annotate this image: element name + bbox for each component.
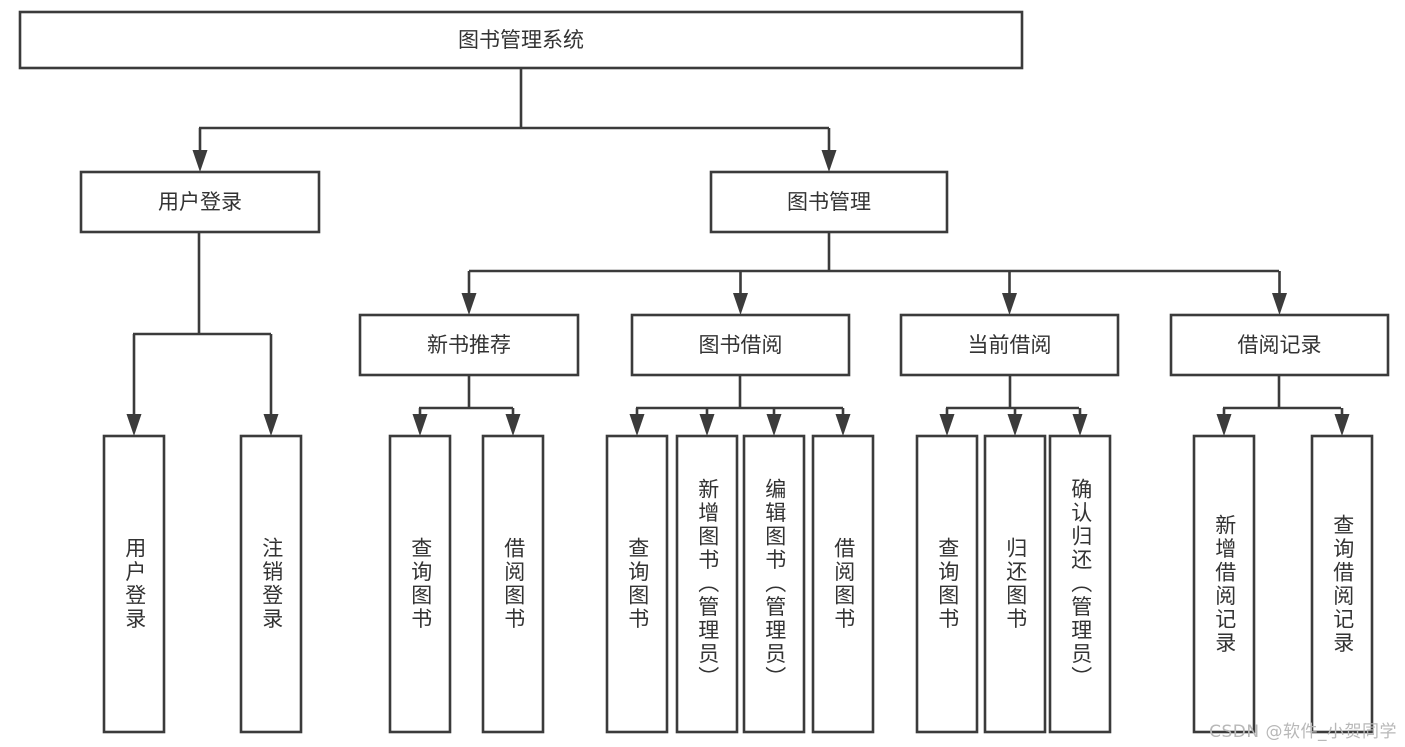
arrow-root-to-book-management: [821, 128, 837, 172]
node-box-leaf-query-book-3: [915, 434, 979, 734]
connector-bus-new-book: [419, 375, 513, 410]
arrow-current-borrow-to-leaf-return-book: [1007, 408, 1023, 436]
node-label-new-book-recommend: 新书推荐: [427, 333, 511, 357]
node-box-leaf-query-record: [1310, 434, 1374, 734]
node-box-current-borrow: [899, 313, 1120, 377]
node-box-leaf-query-book-2: [605, 434, 669, 734]
arrow-borrow-record-to-leaf-query-record: [1334, 408, 1350, 436]
node-box-leaf-user-logout: [239, 434, 303, 734]
watermark: CSDN @软件_小贺同学: [1209, 722, 1397, 742]
node-box-user-login: [79, 170, 321, 234]
arrow-user-login-to-leaf-user-login: [126, 334, 142, 436]
connector-bus-user-login: [133, 232, 271, 336]
node-label-current-borrow: 当前借阅: [968, 333, 1052, 357]
arrow-book-management-to-borrow-record: [1272, 271, 1287, 315]
arrow-book-management-to-new-book-recommend: [461, 271, 477, 315]
node-box-leaf-query-book-1: [388, 434, 452, 734]
connector-bus-current-borrow: [946, 375, 1079, 410]
boxes-layer: [18, 10, 1390, 734]
arrow-book-management-to-book-borrow: [733, 271, 748, 315]
arrow-current-borrow-to-leaf-confirm-return: [1072, 408, 1088, 436]
node-box-book-borrow: [630, 313, 851, 377]
node-box-leaf-add-record: [1192, 434, 1256, 734]
node-box-leaf-borrow-book-2: [811, 434, 875, 734]
arrow-book-borrow-to-leaf-edit-book: [766, 408, 782, 436]
connectors-layer: [126, 68, 1350, 436]
node-box-book-management: [709, 170, 949, 234]
node-box-leaf-confirm-return: [1048, 434, 1112, 734]
node-label-user-login: 用户登录: [158, 190, 242, 214]
connector-bus-borrow-record: [1223, 375, 1341, 410]
node-box-leaf-borrow-book-1: [481, 434, 545, 734]
arrow-new-book-recommend-to-leaf-query-book-1: [412, 408, 428, 436]
connector-bus-root: [199, 68, 829, 130]
arrow-user-login-to-leaf-user-logout: [263, 334, 279, 436]
node-box-leaf-return-book: [983, 434, 1047, 734]
arrow-book-borrow-to-leaf-add-book: [699, 408, 715, 436]
connector-bus-book-management: [469, 232, 1279, 273]
arrow-book-borrow-to-leaf-query-book-2: [629, 408, 645, 436]
arrow-current-borrow-to-leaf-query-book-3: [939, 408, 955, 436]
node-box-leaf-edit-book: [742, 434, 806, 734]
arrow-borrow-record-to-leaf-add-record: [1216, 408, 1232, 436]
connector-bus-book-borrow: [636, 375, 843, 410]
node-label-book-borrow: 图书借阅: [699, 333, 783, 357]
node-box-root: [18, 10, 1024, 70]
arrow-book-borrow-to-leaf-borrow-book-2: [835, 408, 851, 436]
node-label-borrow-record: 借阅记录: [1238, 333, 1322, 357]
node-box-borrow-record: [1169, 313, 1390, 377]
node-box-leaf-add-book: [675, 434, 739, 734]
arrow-new-book-recommend-to-leaf-borrow-book-1: [505, 408, 521, 436]
node-box-leaf-user-login: [102, 434, 166, 734]
arrow-book-management-to-current-borrow: [1002, 271, 1017, 315]
node-label-book-management: 图书管理: [787, 190, 871, 214]
node-box-new-book-recommend: [358, 313, 580, 377]
node-label-root: 图书管理系统: [458, 28, 584, 52]
arrow-root-to-user-login: [192, 128, 208, 172]
